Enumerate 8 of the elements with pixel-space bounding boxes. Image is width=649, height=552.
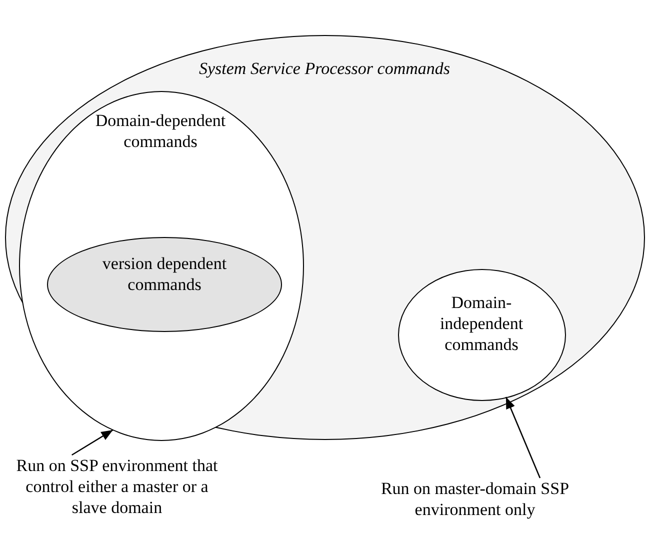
- set-title: System Service Processor commands: [198, 58, 451, 79]
- annotation-text: Run on master-domain SSP environment only: [380, 478, 570, 520]
- set-label: Domain-independent commands: [438, 292, 524, 355]
- annotation-text: Run on SSP environment that control either a master or a slave domain: [15, 455, 219, 518]
- arrow: [505, 396, 541, 478]
- set-label: Domain-dependent commands: [94, 110, 227, 152]
- set-label: version dependent commands: [101, 253, 228, 295]
- arrow: [72, 429, 114, 456]
